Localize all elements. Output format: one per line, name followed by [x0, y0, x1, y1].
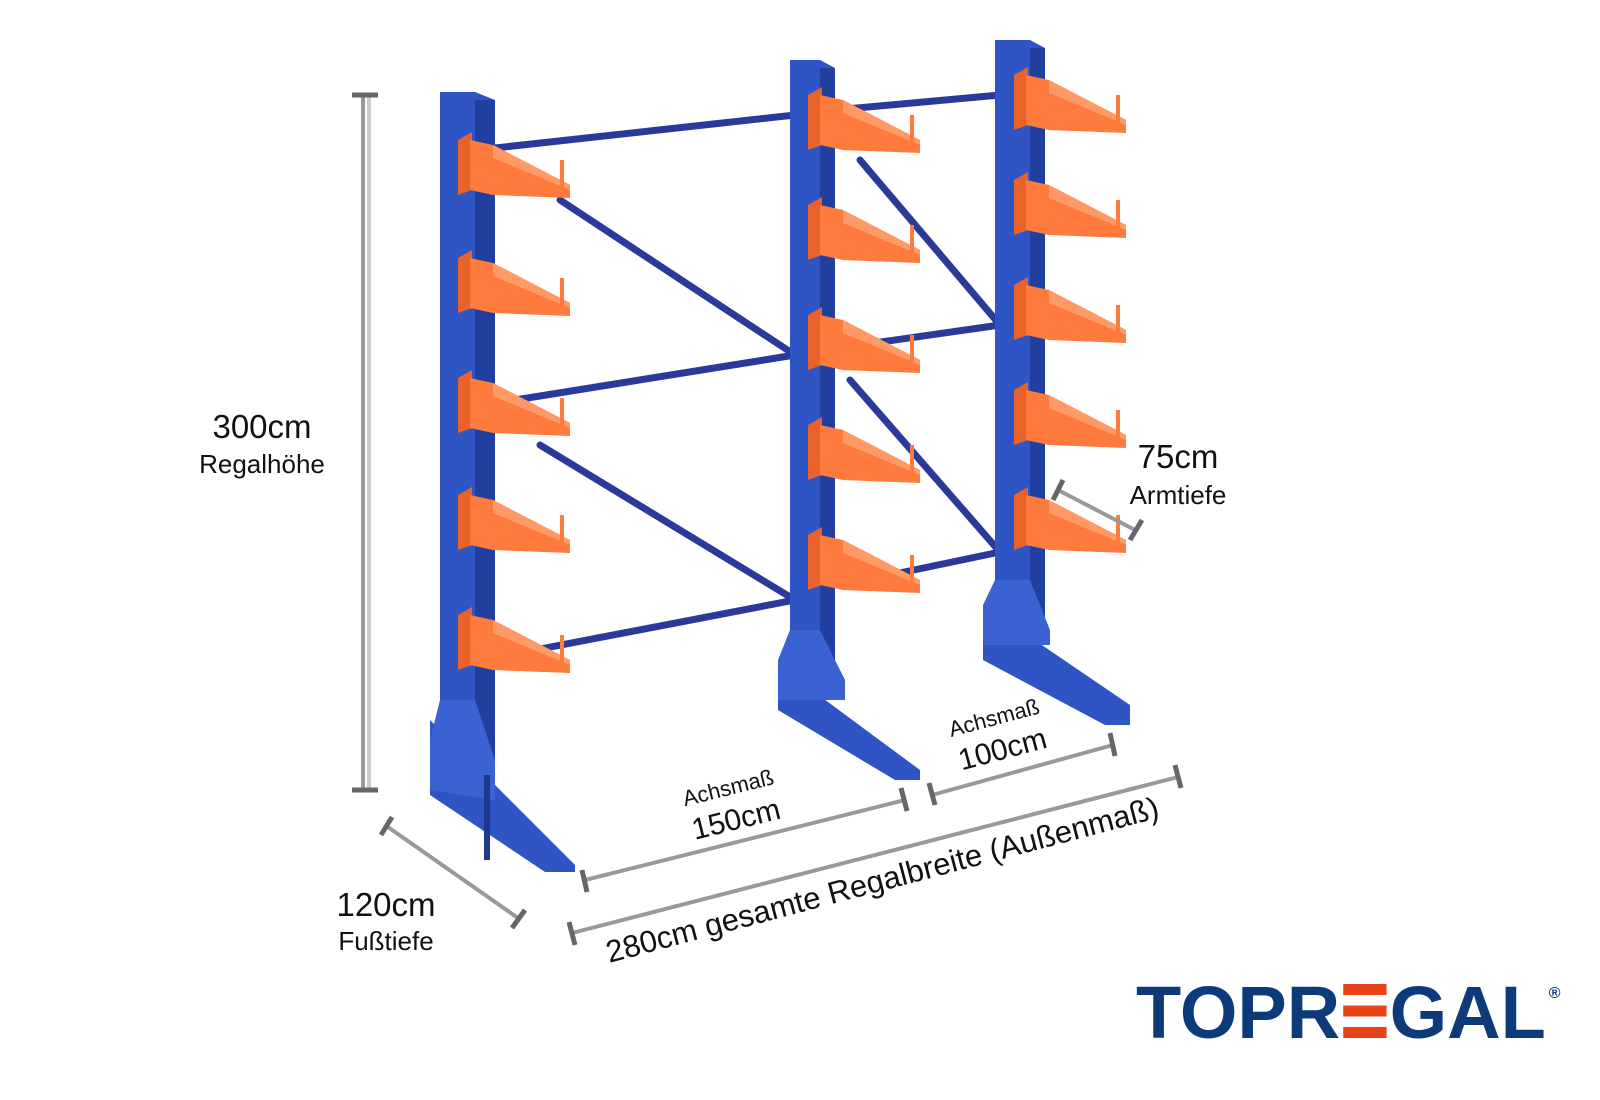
- axis-150-dimension: [579, 787, 910, 893]
- arm-depth-value: 75cm: [1138, 438, 1219, 475]
- topregal-logo: TOPREGAL ®: [1136, 971, 1561, 1054]
- column-right: [983, 40, 1130, 725]
- arm-depth-dimension: [1050, 478, 1145, 542]
- foot-depth-value: 120cm: [336, 886, 435, 923]
- total-width-dimension: [566, 764, 1184, 946]
- foot-depth-label: Fußtiefe: [338, 926, 433, 956]
- axis-100-dimension: [926, 732, 1118, 806]
- arm-depth-label: Armtiefe: [1130, 480, 1227, 510]
- logo-e-stripe: [1343, 1005, 1387, 1017]
- column-middle: [778, 60, 920, 780]
- height-value: 300cm: [212, 408, 311, 445]
- dimension-lines: [352, 92, 1184, 946]
- braces: [491, 91, 1004, 654]
- logo-e-stripe: [1343, 984, 1387, 995]
- foot-depth-dimension: [378, 815, 528, 930]
- height-dimension: [352, 92, 378, 793]
- registered-mark: ®: [1549, 985, 1561, 1002]
- logo-e-stripes-icon: [1339, 971, 1391, 1054]
- total-width-label: 280cm gesamte Regalbreite (Außenmaß): [602, 790, 1162, 970]
- height-label: Regalhöhe: [199, 449, 325, 479]
- column-left: [430, 92, 575, 872]
- logo-e-stripe: [1343, 1027, 1387, 1038]
